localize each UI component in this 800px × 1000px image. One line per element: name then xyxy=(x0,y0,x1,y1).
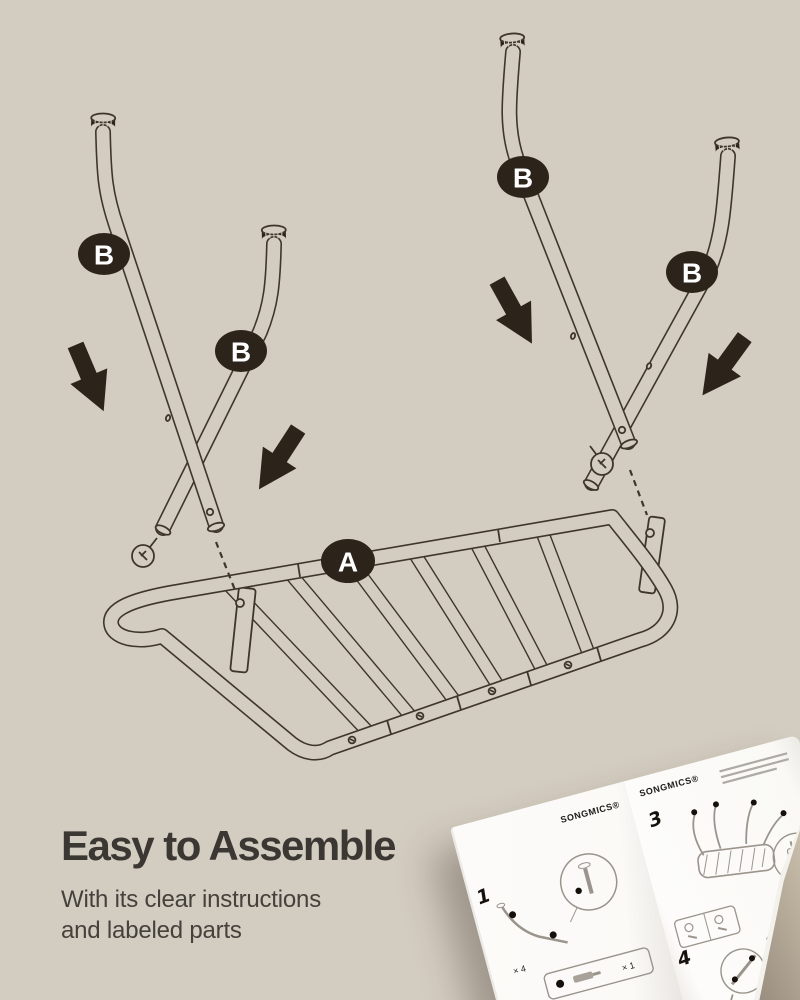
insert-arrow-1 xyxy=(57,337,123,420)
manual-page-left: SONGMICS® 1 2 × 4 × 1 xyxy=(450,781,707,1000)
badge-part-b-4: B xyxy=(666,251,718,293)
badge-part-a: A xyxy=(321,539,375,583)
badge-part-b-1: B xyxy=(78,233,130,275)
leg-part-b-1 xyxy=(90,112,226,533)
caption-block: Easy to Assemble With its clear instruct… xyxy=(61,822,461,946)
badge-part-b-3: B xyxy=(497,156,549,198)
manual-page-left-sketch: × 4 × 1 xyxy=(496,853,654,1000)
frame-brackets xyxy=(229,515,666,674)
insert-arrow-3 xyxy=(479,270,550,354)
badge-label: B xyxy=(513,163,533,194)
leg-part-b-2 xyxy=(154,224,287,536)
connection-guides xyxy=(131,445,649,591)
headline: Easy to Assemble xyxy=(61,822,396,869)
insert-arrow-2 xyxy=(242,418,315,501)
insert-arrow-4 xyxy=(686,325,761,408)
frame-screws xyxy=(347,660,573,745)
badge-part-b-2: B xyxy=(215,330,267,372)
frame-details xyxy=(235,528,655,745)
badge-label: A xyxy=(338,547,358,578)
assembly-diagram: B B B B A xyxy=(57,31,761,761)
badge-label: B xyxy=(94,240,114,271)
leg-part-b-4 xyxy=(582,135,741,491)
qty-label-tool: × 1 xyxy=(621,960,636,973)
badge-label: B xyxy=(682,258,702,289)
subheadline-line-2: and labeled parts xyxy=(61,917,242,944)
leg-part-b-3 xyxy=(498,31,638,450)
frame-outline xyxy=(103,509,679,761)
badge-label: B xyxy=(231,337,251,368)
qty-label-legs: × 4 xyxy=(512,963,527,976)
subheadline-line-1: With its clear instructions xyxy=(61,886,322,913)
part-badges: B B B B A xyxy=(78,156,718,583)
